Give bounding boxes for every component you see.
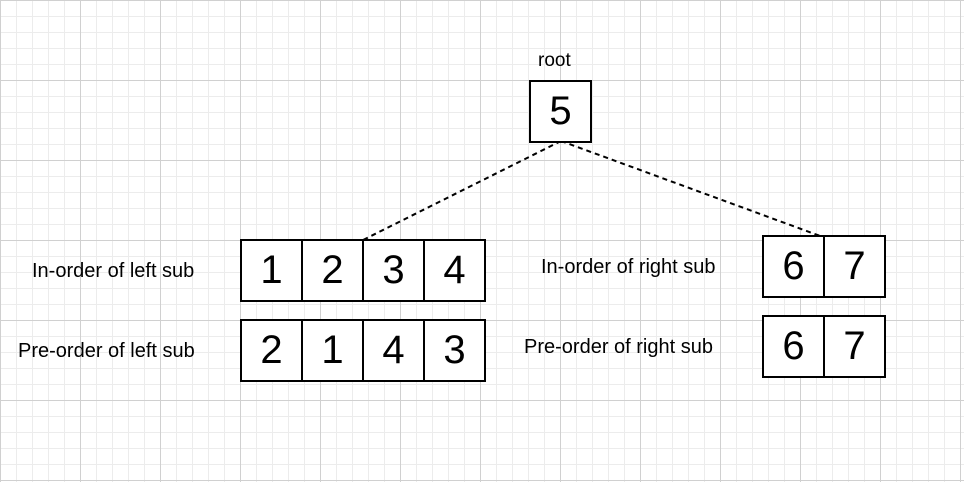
right-preorder-array: 6 7 bbox=[762, 315, 886, 378]
left-inorder-label: In-order of left sub bbox=[32, 260, 195, 282]
array-cell: 7 bbox=[823, 235, 886, 298]
edge-root-to-left bbox=[360, 140, 562, 242]
array-cell: 6 bbox=[762, 315, 825, 378]
left-inorder-array: 1 2 3 4 bbox=[240, 239, 486, 302]
right-inorder-label: In-order of right sub bbox=[541, 256, 716, 278]
root-value: 5 bbox=[529, 80, 592, 143]
edge-root-to-right bbox=[560, 140, 824, 238]
array-cell: 1 bbox=[301, 319, 364, 382]
right-inorder-array: 6 7 bbox=[762, 235, 886, 298]
array-cell: 3 bbox=[423, 319, 486, 382]
left-preorder-array: 2 1 4 3 bbox=[240, 319, 486, 382]
left-preorder-label: Pre-order of left sub bbox=[18, 340, 195, 362]
array-cell: 2 bbox=[240, 319, 303, 382]
right-preorder-label: Pre-order of right sub bbox=[524, 336, 713, 358]
array-cell: 1 bbox=[240, 239, 303, 302]
root-label: root bbox=[538, 50, 571, 71]
array-cell: 7 bbox=[823, 315, 886, 378]
array-cell: 4 bbox=[423, 239, 486, 302]
root-node: 5 bbox=[529, 80, 592, 143]
array-cell: 2 bbox=[301, 239, 364, 302]
array-cell: 4 bbox=[362, 319, 425, 382]
array-cell: 6 bbox=[762, 235, 825, 298]
array-cell: 3 bbox=[362, 239, 425, 302]
